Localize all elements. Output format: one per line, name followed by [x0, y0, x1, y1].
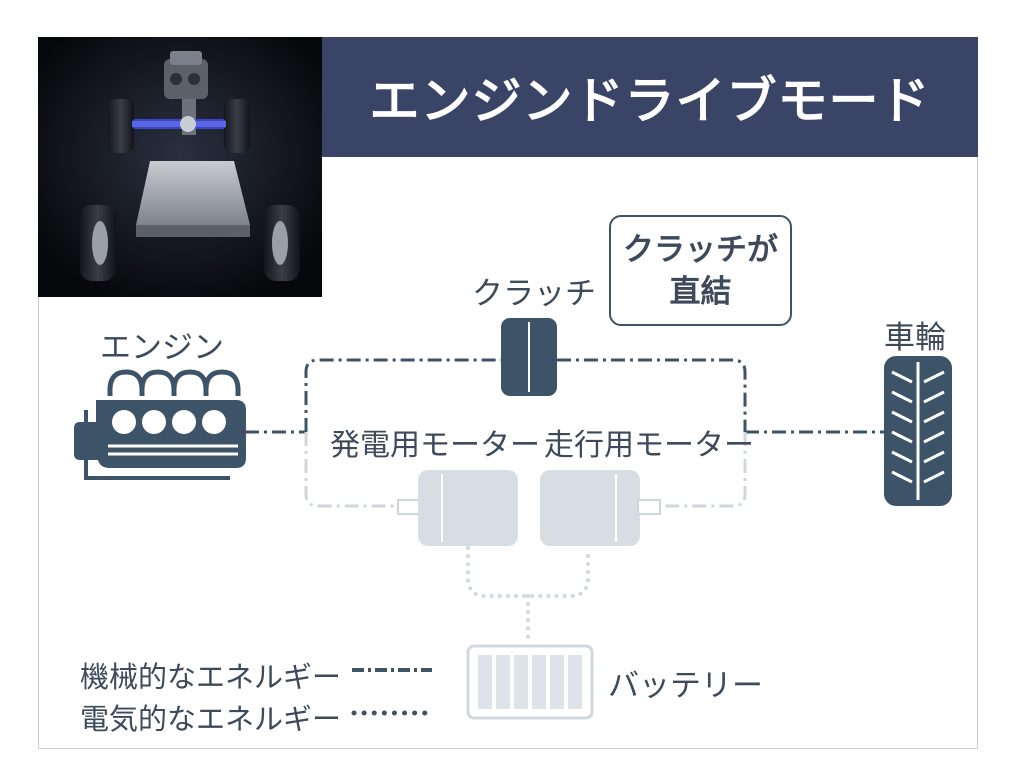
wheel-label: 車輪 [884, 320, 946, 356]
legend-electrical-label: 電気的なエネルギー [80, 702, 342, 736]
title-banner [322, 37, 978, 157]
battery-label: バッテリー [608, 668, 763, 704]
vehicle-photo [38, 37, 322, 297]
drive-motor-icon [540, 470, 661, 546]
diagram-title: エンジンドライブモード [369, 72, 931, 130]
drive-motor-label: 走行用モーター [544, 428, 754, 463]
clutch-icon [501, 318, 557, 396]
clutch-engaged-callout: クラッチが 直結 [609, 215, 792, 326]
battery-icon [466, 644, 594, 720]
engine-label: エンジン [100, 330, 224, 366]
engine-icon [74, 369, 246, 480]
generator-motor-icon [397, 470, 518, 546]
legend-mechanical-label: 機械的なエネルギー [80, 660, 342, 694]
wheel-icon [884, 356, 952, 506]
generator-motor-label: 発電用モーター [330, 428, 540, 463]
clutch-label: クラッチ [472, 276, 596, 312]
